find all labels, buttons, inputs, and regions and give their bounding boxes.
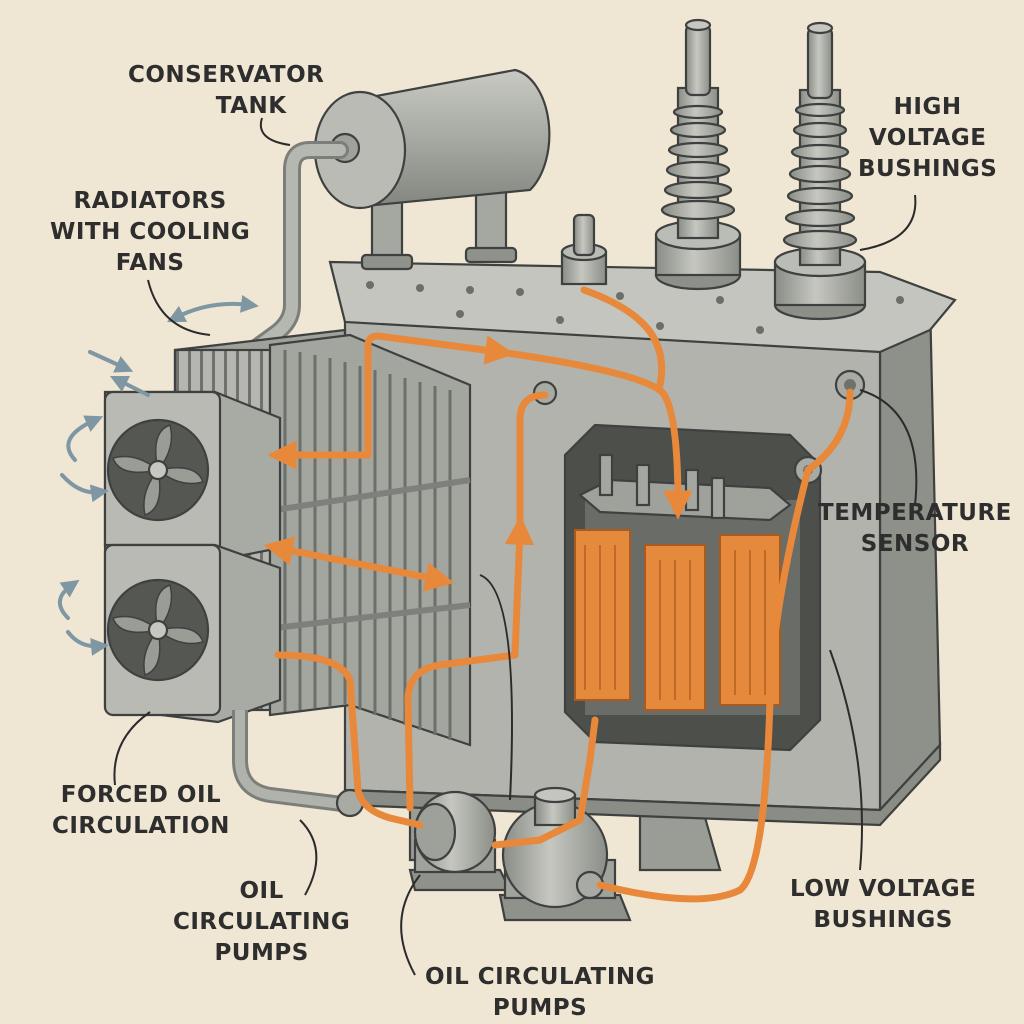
fan-upper bbox=[103, 390, 282, 562]
label-line: OIL CIRCULATING bbox=[425, 964, 656, 990]
leader-pumps-left bbox=[299, 819, 318, 896]
label-forced-oil-circulation: FORCED OIL CIRCULATION bbox=[52, 780, 230, 842]
label-line: PUMPS bbox=[214, 940, 309, 966]
label-line: RADIATORS bbox=[73, 188, 227, 214]
label-oil-circulating-pumps-left: OIL CIRCULATING PUMPS bbox=[173, 876, 350, 969]
hv-bushing-left bbox=[654, 18, 742, 291]
leader-conservator bbox=[259, 117, 291, 146]
label-line: FANS bbox=[115, 250, 185, 276]
label-low-voltage-bushings: LOW VOLTAGE BUSHINGS bbox=[790, 874, 976, 936]
leader-lines bbox=[113, 117, 918, 976]
oil-flow-arrow-icon bbox=[263, 286, 854, 903]
label-line: TEMPERATURE bbox=[818, 500, 1012, 526]
fan-lower bbox=[103, 543, 282, 724]
leader-radiators bbox=[147, 279, 211, 336]
leader-core bbox=[479, 574, 513, 801]
label-line: LOW VOLTAGE bbox=[790, 876, 977, 902]
label-line: HIGH bbox=[893, 94, 962, 120]
leader-lv-bushings bbox=[829, 649, 863, 871]
label-line: CONSERVATOR bbox=[128, 62, 325, 88]
label-line: BUSHINGS bbox=[813, 907, 953, 933]
label-line: OIL bbox=[239, 878, 284, 904]
leader-forced-oil bbox=[113, 711, 151, 786]
airflow-arrow-icon bbox=[58, 294, 259, 656]
label-conservator-tank: CONSERVATOR TANK bbox=[128, 60, 324, 122]
oil-pump-1 bbox=[408, 790, 512, 892]
leader-pumps-bottom bbox=[400, 874, 421, 976]
label-line: PUMPS bbox=[492, 995, 588, 1021]
label-radiators-with-cooling-fans: RADIATORS WITH COOLING FANS bbox=[50, 186, 250, 279]
label-line: VOLTAGE bbox=[868, 125, 987, 151]
label-line: CIRCULATION bbox=[52, 813, 230, 839]
label-line: SENSOR bbox=[860, 531, 970, 557]
label-line: FORCED OIL bbox=[60, 782, 222, 808]
top-valve bbox=[560, 213, 608, 286]
conservator-tank bbox=[313, 68, 551, 271]
label-temperature-sensor: TEMPERATURE SENSOR bbox=[818, 498, 1012, 560]
oil-pump-2 bbox=[498, 786, 632, 922]
label-line: BUSHINGS bbox=[858, 156, 998, 182]
label-high-voltage-bushings: HIGH VOLTAGE BUSHINGS bbox=[858, 92, 997, 185]
label-oil-circulating-pumps-bottom: OIL CIRCULATING PUMPS bbox=[425, 962, 655, 1024]
label-line: TANK bbox=[215, 93, 287, 119]
leader-hv-bushings bbox=[859, 194, 917, 251]
label-line: WITH COOLING bbox=[50, 219, 251, 245]
core-cutaway bbox=[563, 423, 822, 752]
hv-bushing-right bbox=[773, 21, 867, 321]
label-line: CIRCULATING bbox=[173, 909, 351, 935]
core-windings bbox=[574, 529, 781, 711]
leader-temperature-sensor bbox=[859, 389, 918, 506]
